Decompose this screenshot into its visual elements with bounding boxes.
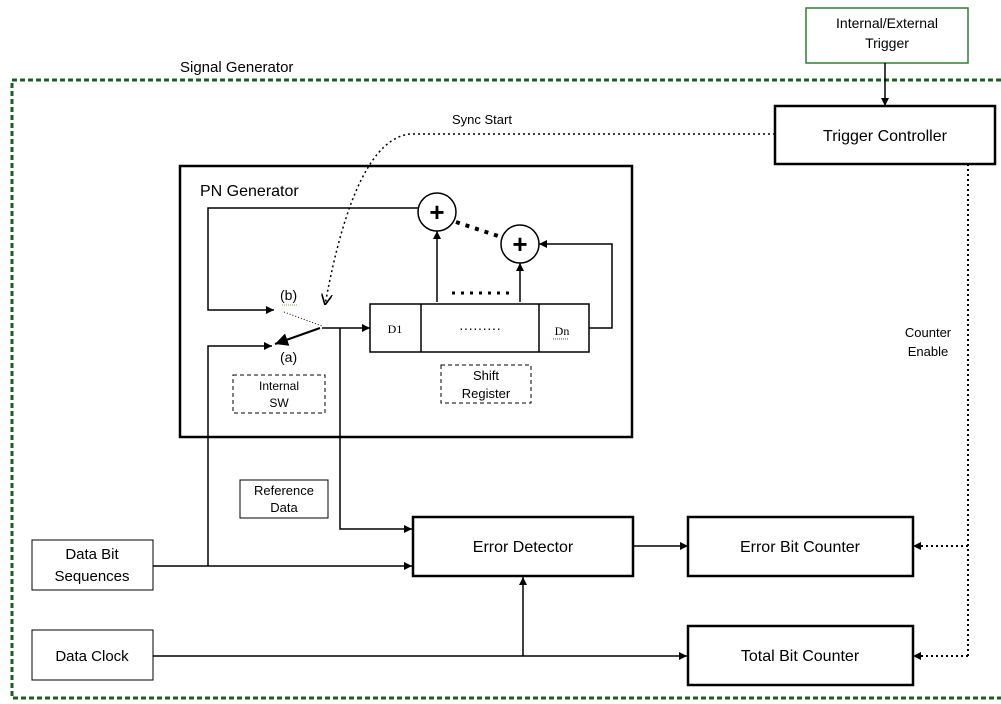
data-to-switch-a (207, 342, 272, 566)
internal-sw-box (232, 374, 326, 414)
error-bit-counter-box (686, 515, 915, 578)
error-detector-label: Error Detector (473, 539, 574, 556)
data-bit-sequences-label-line1: Data Bit (65, 546, 119, 563)
external-trigger-label-line1: Internal/External (836, 15, 938, 31)
counter-enable-label-line2: Enable (908, 344, 948, 359)
data-clock-label: Data Clock (55, 648, 129, 665)
error-bit-counter-label: Error Bit Counter (740, 539, 861, 556)
shift-register-label-line2: Register (462, 386, 511, 401)
shift-register-cell-d1: D1 (388, 322, 403, 336)
shift-register (369, 303, 590, 353)
adder-2-symbol: + (512, 229, 527, 259)
trigger-controller-label: Trigger Controller (823, 128, 948, 145)
switch-lever (274, 327, 321, 346)
trigger-controller-box (773, 104, 997, 166)
external-trigger-box (805, 7, 969, 64)
reference-data-label-line1: Reference (254, 483, 314, 498)
external-trigger-label-line2: Trigger (865, 35, 909, 51)
data-bit-sequences-label-line2: Sequences (54, 568, 129, 585)
sync-start-signal (325, 133, 775, 305)
switch-position-a: (a) (280, 349, 297, 365)
signal-generator-frame (10, 78, 1001, 700)
signal-generator-label: Signal Generator (180, 59, 293, 76)
dn-feedback-wire (539, 240, 613, 329)
total-bit-counter-box (686, 624, 915, 687)
data-bit-sequences-box (31, 539, 154, 591)
shift-register-cell-middle: ········· (459, 320, 501, 336)
pn-generator-label: PN Generator (200, 183, 299, 200)
reference-data-wire (339, 328, 412, 533)
internal-sw-label-line1: Internal (259, 379, 299, 393)
switch-position-b: (b) (280, 287, 297, 303)
internal-sw-label-line2: SW (269, 396, 289, 410)
sync-start-label: Sync Start (452, 112, 512, 127)
pn-generator-box (178, 164, 634, 439)
shift-register-label-line1: Shift (473, 368, 499, 383)
adder-chain-dots (455, 220, 502, 239)
switch-alt-path (283, 311, 323, 327)
reference-data-box (239, 479, 329, 519)
reference-data-label-line2: Data (270, 500, 298, 515)
adder-1-symbol: + (429, 197, 444, 227)
counter-enable-label-line1: Counter (905, 325, 952, 340)
shift-register-label-box (440, 364, 532, 404)
feedback-to-switch-b (207, 207, 418, 314)
total-bit-counter-label: Total Bit Counter (741, 648, 860, 665)
data-clock-box (31, 629, 154, 681)
shift-register-cell-dn: Dn (555, 324, 570, 338)
